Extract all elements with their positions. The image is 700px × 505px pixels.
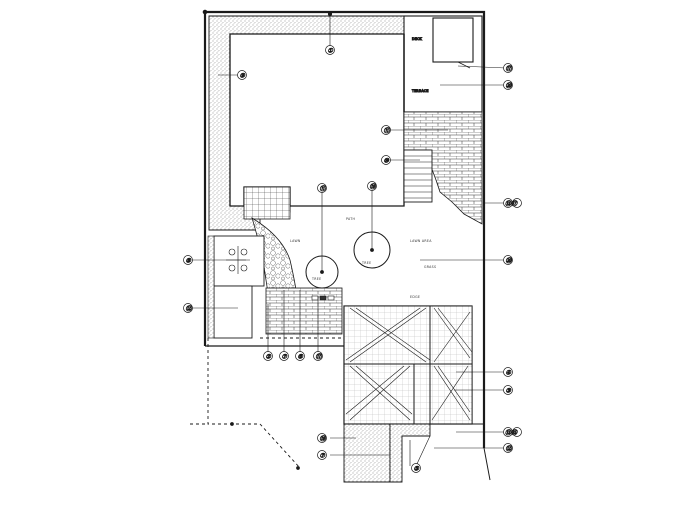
svg-text:PATH: PATH xyxy=(346,217,355,221)
callout-bot-2: ⑦ xyxy=(279,351,289,361)
callout-left-top: ⑨ xyxy=(237,70,247,80)
callout-tree-2: ⑲ xyxy=(367,181,377,191)
svg-text:EDGE: EDGE xyxy=(410,295,420,299)
svg-text:⑪: ⑪ xyxy=(320,185,327,193)
callout-corner: ⑬⑮ xyxy=(503,427,522,437)
top-right-room: DECK TERRACE xyxy=(403,15,483,113)
callout-tree-1: ⑪ xyxy=(317,183,327,193)
callout-lower-3: ⑤ xyxy=(411,463,421,473)
svg-text:⑰: ⑰ xyxy=(316,353,323,361)
svg-text:⑨: ⑨ xyxy=(240,73,246,80)
callout-right-1: ⑰ xyxy=(503,63,513,73)
svg-text:LAWN: LAWN xyxy=(290,239,301,243)
svg-text:LAWN AREA: LAWN AREA xyxy=(410,239,432,243)
callout-left-1: ⑧ xyxy=(183,255,193,265)
callouts: ① ⑨ ⑰ ⑳ ⑪ ⑩ ⑬⑰ ⑪ ⑲ ⑳ ⑧ ⑫ ② ⑦ ⑥ ⑰ ④ ③ ⑬⑮ … xyxy=(183,45,522,473)
callout-bot-4: ⑰ xyxy=(313,351,323,361)
svg-text:TERRACE: TERRACE xyxy=(411,89,429,93)
svg-text:DECK: DECK xyxy=(412,37,423,41)
svg-text:④: ④ xyxy=(506,370,512,377)
callout-bot-1: ② xyxy=(263,351,273,361)
callout-lawn: ⑳ xyxy=(503,255,513,265)
svg-text:⑦: ⑦ xyxy=(320,453,326,460)
svg-text:⑲: ⑲ xyxy=(320,435,327,443)
callout-pergola-2: ③ xyxy=(503,385,513,395)
svg-text:①: ① xyxy=(328,48,334,55)
svg-text:⑳: ⑳ xyxy=(506,257,513,265)
leader-lines xyxy=(190,16,507,467)
svg-text:⑰: ⑰ xyxy=(506,65,513,73)
callout-bot-3: ⑥ xyxy=(295,351,305,361)
callout-wall: ⑬⑰ xyxy=(503,198,522,208)
planter-boxes xyxy=(311,295,335,301)
property-boundary xyxy=(202,9,491,481)
callout-left-2: ⑫ xyxy=(183,303,193,313)
pergola xyxy=(343,305,473,425)
svg-text:⑳: ⑳ xyxy=(506,82,513,90)
svg-text:⑦: ⑦ xyxy=(282,354,288,361)
svg-text:⑤: ⑤ xyxy=(414,466,420,473)
callout-lower-1: ⑲ xyxy=(317,433,327,443)
dashed-boundary xyxy=(190,337,344,470)
callout-lower-2: ⑦ xyxy=(317,450,327,460)
svg-text:⑩: ⑩ xyxy=(384,158,390,165)
svg-text:TREE: TREE xyxy=(311,277,321,281)
svg-text:②: ② xyxy=(266,354,272,361)
svg-text:⑫: ⑫ xyxy=(506,445,513,453)
callout-brick: ⑪ xyxy=(381,125,391,135)
callout-stairs: ⑩ xyxy=(381,155,391,165)
svg-text:③: ③ xyxy=(506,388,512,395)
svg-text:⑲: ⑲ xyxy=(370,183,377,191)
svg-text:TREE: TREE xyxy=(361,261,371,265)
svg-text:⑪: ⑪ xyxy=(384,127,391,135)
seating-area xyxy=(207,235,265,339)
stairs xyxy=(403,149,433,203)
svg-text:⑬⑮: ⑬⑮ xyxy=(505,429,518,437)
svg-text:⑬⑰: ⑬⑰ xyxy=(505,200,518,208)
svg-text:⑥: ⑥ xyxy=(298,354,304,361)
house-footprint xyxy=(229,33,405,207)
area-labels: LAWN PATH LAWN AREA GRASS TREE TREE EDGE xyxy=(290,217,436,299)
callout-pergola-1: ④ xyxy=(503,367,513,377)
callout-top: ① xyxy=(325,45,335,55)
svg-text:⑧: ⑧ xyxy=(186,258,192,265)
entry-bed xyxy=(343,423,484,483)
callout-corner-2: ⑫ xyxy=(503,443,513,453)
callout-right-2: ⑳ xyxy=(503,80,513,90)
svg-text:⑫: ⑫ xyxy=(186,305,193,313)
svg-text:GRASS: GRASS xyxy=(424,265,436,269)
